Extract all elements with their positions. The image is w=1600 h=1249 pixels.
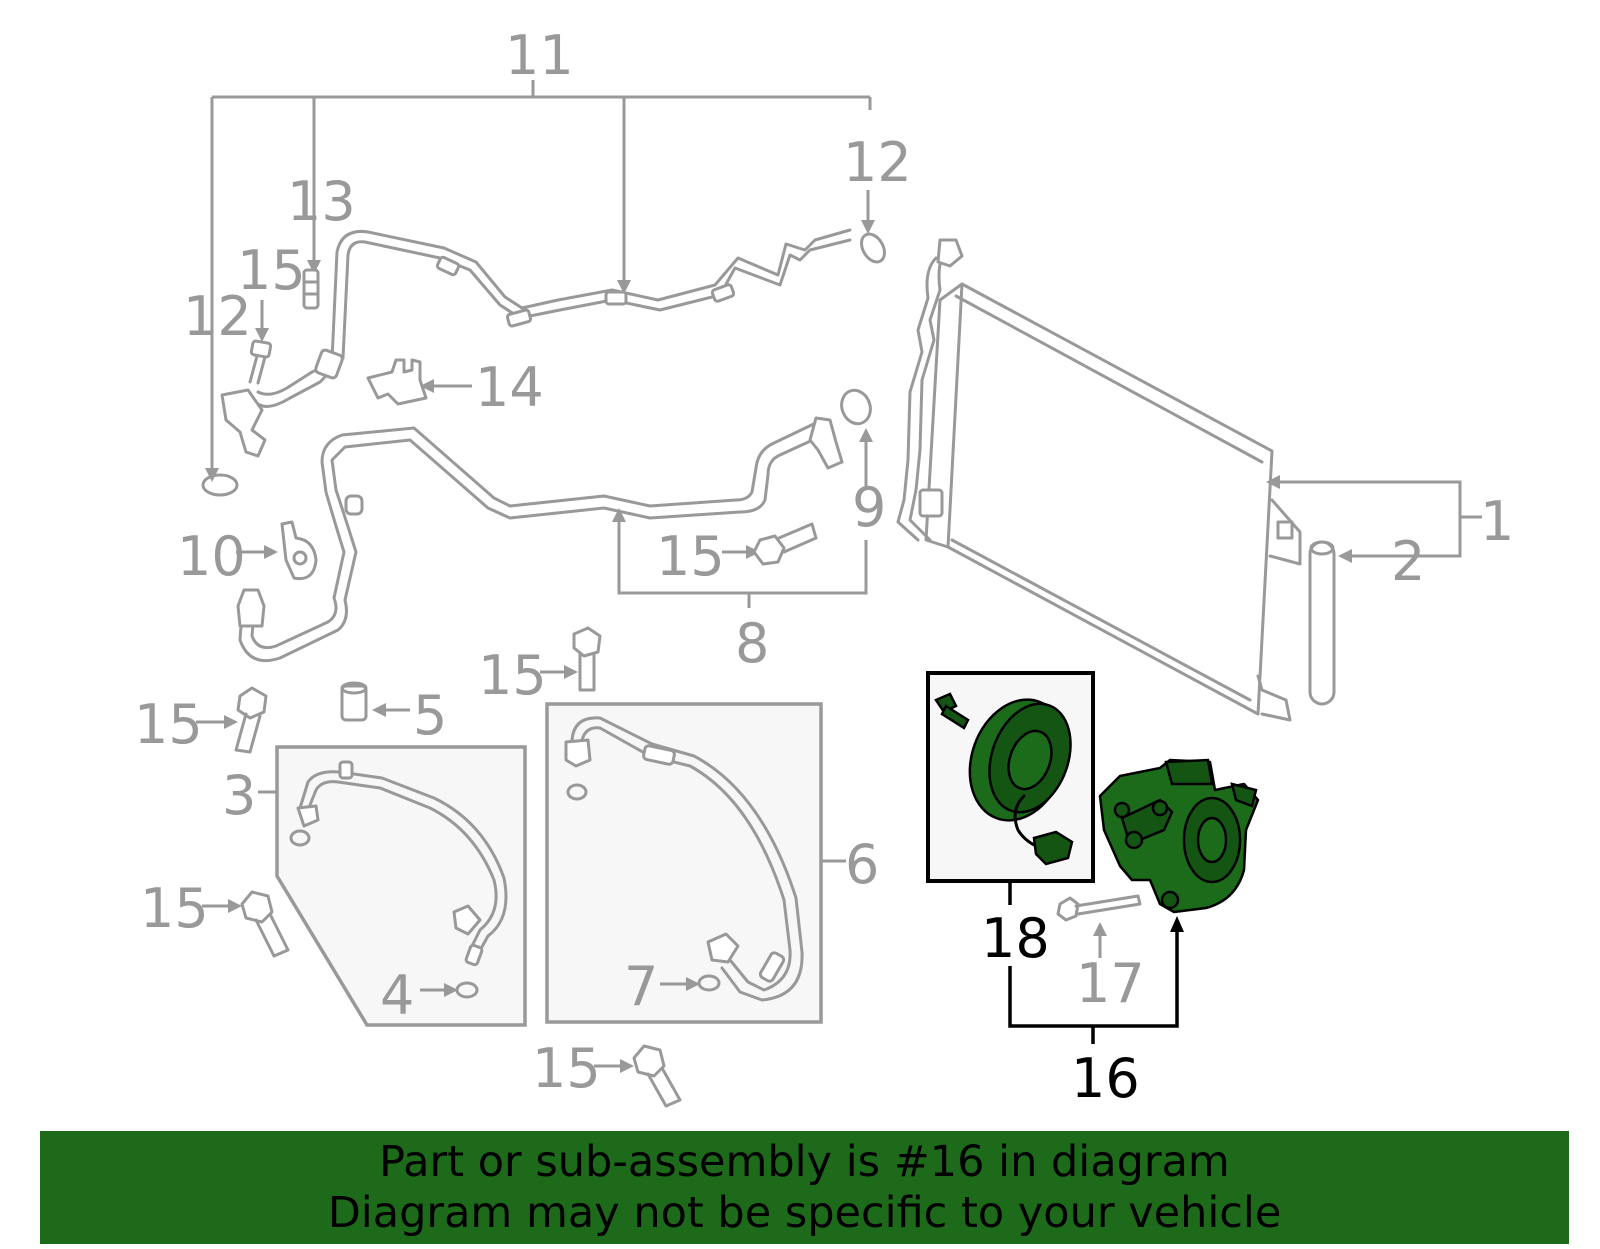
callout-15-d-arrow: [564, 665, 578, 679]
callout-6: 6: [845, 833, 879, 896]
callout-4-arrow: [444, 983, 458, 997]
clip-part-10: [280, 520, 318, 581]
callout-15-f-arrow: [620, 1059, 634, 1073]
callout-17-arrow: [1093, 922, 1107, 936]
o-ring-part-left: [201, 473, 239, 497]
suction-line-part: [236, 416, 844, 663]
bolt-part-15-b: [752, 522, 818, 566]
callout-15-b: 15: [656, 525, 725, 588]
hose-part-3: [289, 760, 508, 967]
callout-1: 1: [1480, 490, 1514, 553]
banner-line-1: Part or sub-assembly is #16 in diagram: [379, 1136, 1230, 1187]
bolt-part-17: [1056, 894, 1142, 922]
callout-7-arrow: [686, 977, 700, 991]
callout-16-leader: [1008, 916, 1184, 1044]
callout-16: 16: [1071, 1047, 1140, 1110]
callout-17: 17: [1076, 952, 1145, 1015]
bracket-part-14: [366, 358, 428, 406]
bolt-part-15-e: [240, 890, 290, 958]
callout-12-left: 12: [183, 285, 252, 348]
callout-14: 14: [475, 356, 544, 419]
callout-9-arrow: [859, 428, 873, 442]
o-ring-part: [860, 232, 886, 264]
callout-10-arrow: [264, 545, 278, 559]
bolt-part-15-d: [572, 626, 602, 692]
callout-8-leader: [612, 508, 868, 608]
callout-15-a: 15: [237, 239, 306, 302]
bolt-part-15-f: [632, 1044, 682, 1108]
callout-4: 4: [380, 964, 414, 1027]
callout-15-d: 15: [478, 644, 547, 707]
clutch-part-18: [934, 692, 1074, 866]
callout-3: 3: [222, 764, 256, 827]
plug-part-5: [340, 681, 368, 722]
callout-5-arrow: [372, 703, 386, 717]
callout-9: 9: [852, 476, 886, 539]
callout-11: 11: [505, 24, 574, 87]
callout-18: 18: [981, 907, 1050, 970]
callout-2: 2: [1391, 530, 1425, 593]
valve-core-part: [302, 268, 320, 310]
hose-part-6: [564, 716, 804, 1002]
callout-10: 10: [177, 525, 246, 588]
callout-7: 7: [624, 955, 658, 1018]
condenser-part: [896, 238, 1302, 722]
callout-1-leader: [1266, 475, 1482, 563]
callout-15-c-arrow: [224, 715, 238, 729]
o-ring-part-7: [697, 974, 721, 992]
info-banner: Part or sub-assembly is #16 in diagram D…: [40, 1131, 1569, 1244]
callout-12-top: 12: [843, 131, 912, 194]
o-ring-part-4: [455, 981, 479, 999]
compressor-part-16: [1098, 758, 1260, 914]
callout-8: 8: [735, 612, 769, 675]
callout-3-leader: [258, 776, 279, 794]
callout-14-arrow: [420, 379, 434, 393]
callout-15-e: 15: [140, 877, 209, 940]
receiver-dryer-part-2: [1308, 540, 1336, 706]
bolt-part-12: [248, 339, 273, 385]
callout-15-e-arrow: [228, 899, 242, 913]
callout-12-top-arrow: [861, 220, 875, 234]
callout-5: 5: [413, 684, 447, 747]
banner-line-2: Diagram may not be specific to your vehi…: [327, 1187, 1282, 1238]
callout-12-left-arrow: [255, 328, 269, 342]
o-ring-part-9: [840, 388, 872, 426]
discharge-line-part: [220, 228, 852, 458]
callout-15-c: 15: [134, 693, 203, 756]
bolt-part-15-c: [234, 686, 268, 754]
callout-15-f: 15: [532, 1037, 601, 1100]
callout-13: 13: [287, 170, 356, 233]
